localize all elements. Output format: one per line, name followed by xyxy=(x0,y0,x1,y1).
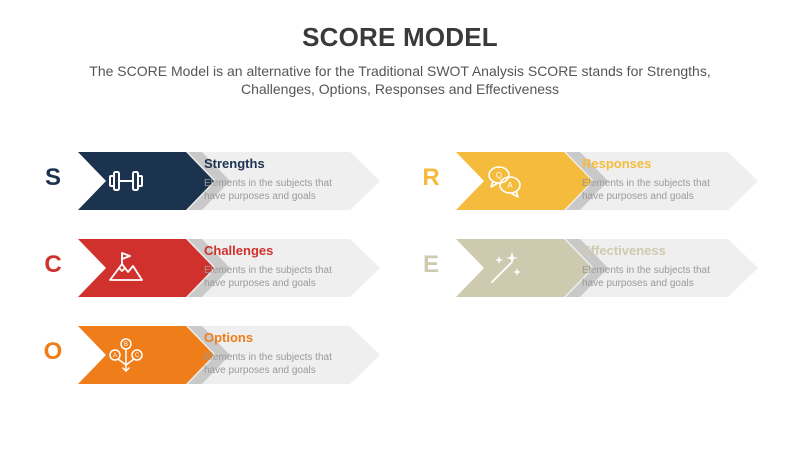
item-title: Strengths xyxy=(204,156,265,171)
item-description: Elements in the subjects that have purpo… xyxy=(582,178,710,202)
svg-text:B: B xyxy=(124,342,128,348)
item-description: Elements in the subjects that have purpo… xyxy=(582,265,710,289)
item-letter: R xyxy=(422,164,440,191)
score-item-strengths: S Strengths Elements in the subjects tha… xyxy=(38,150,380,212)
svg-text:A: A xyxy=(507,181,513,190)
item-title: Challenges xyxy=(204,243,274,258)
score-item-options: O B A C Options Elements in the subjects… xyxy=(38,324,380,386)
svg-text:Q: Q xyxy=(496,171,502,180)
svg-text:C: C xyxy=(135,353,140,359)
arrow-band xyxy=(456,239,758,297)
score-item-responses: R Q A Responses Elements in the subjects… xyxy=(416,150,758,212)
mountain-flag-icon xyxy=(109,252,143,281)
item-letter: C xyxy=(44,251,62,278)
abc-options-icon: B A C xyxy=(109,338,143,373)
item-letter: E xyxy=(422,251,439,278)
page-title: SCORE MODEL xyxy=(302,22,498,52)
item-title: Responses xyxy=(582,156,652,171)
score-item-challenges: C Challenges Elements in the subjects th… xyxy=(38,237,380,299)
arrow-band xyxy=(78,152,380,210)
qa-chat-icon: Q A xyxy=(488,166,521,198)
magic-wand-icon xyxy=(491,252,521,283)
page-subtitle: The SCORE Model is an alternative for th… xyxy=(89,63,711,97)
item-title: Options xyxy=(204,330,254,345)
item-letter: O xyxy=(43,338,63,365)
item-title: Effectiveness xyxy=(582,243,666,258)
item-description: Elements in the subjects that have purpo… xyxy=(204,265,332,289)
svg-text:A: A xyxy=(113,353,117,359)
dumbbell-icon xyxy=(109,171,143,191)
arrow-band xyxy=(78,326,380,384)
item-letter: S xyxy=(44,164,61,191)
item-description: Elements in the subjects that have purpo… xyxy=(204,178,332,202)
arrow-band xyxy=(456,152,758,210)
arrow-band xyxy=(78,239,380,297)
score-item-effectiveness: E Effectiveness Elements in the subjects… xyxy=(416,237,758,299)
item-description: Elements in the subjects that have purpo… xyxy=(204,352,332,376)
